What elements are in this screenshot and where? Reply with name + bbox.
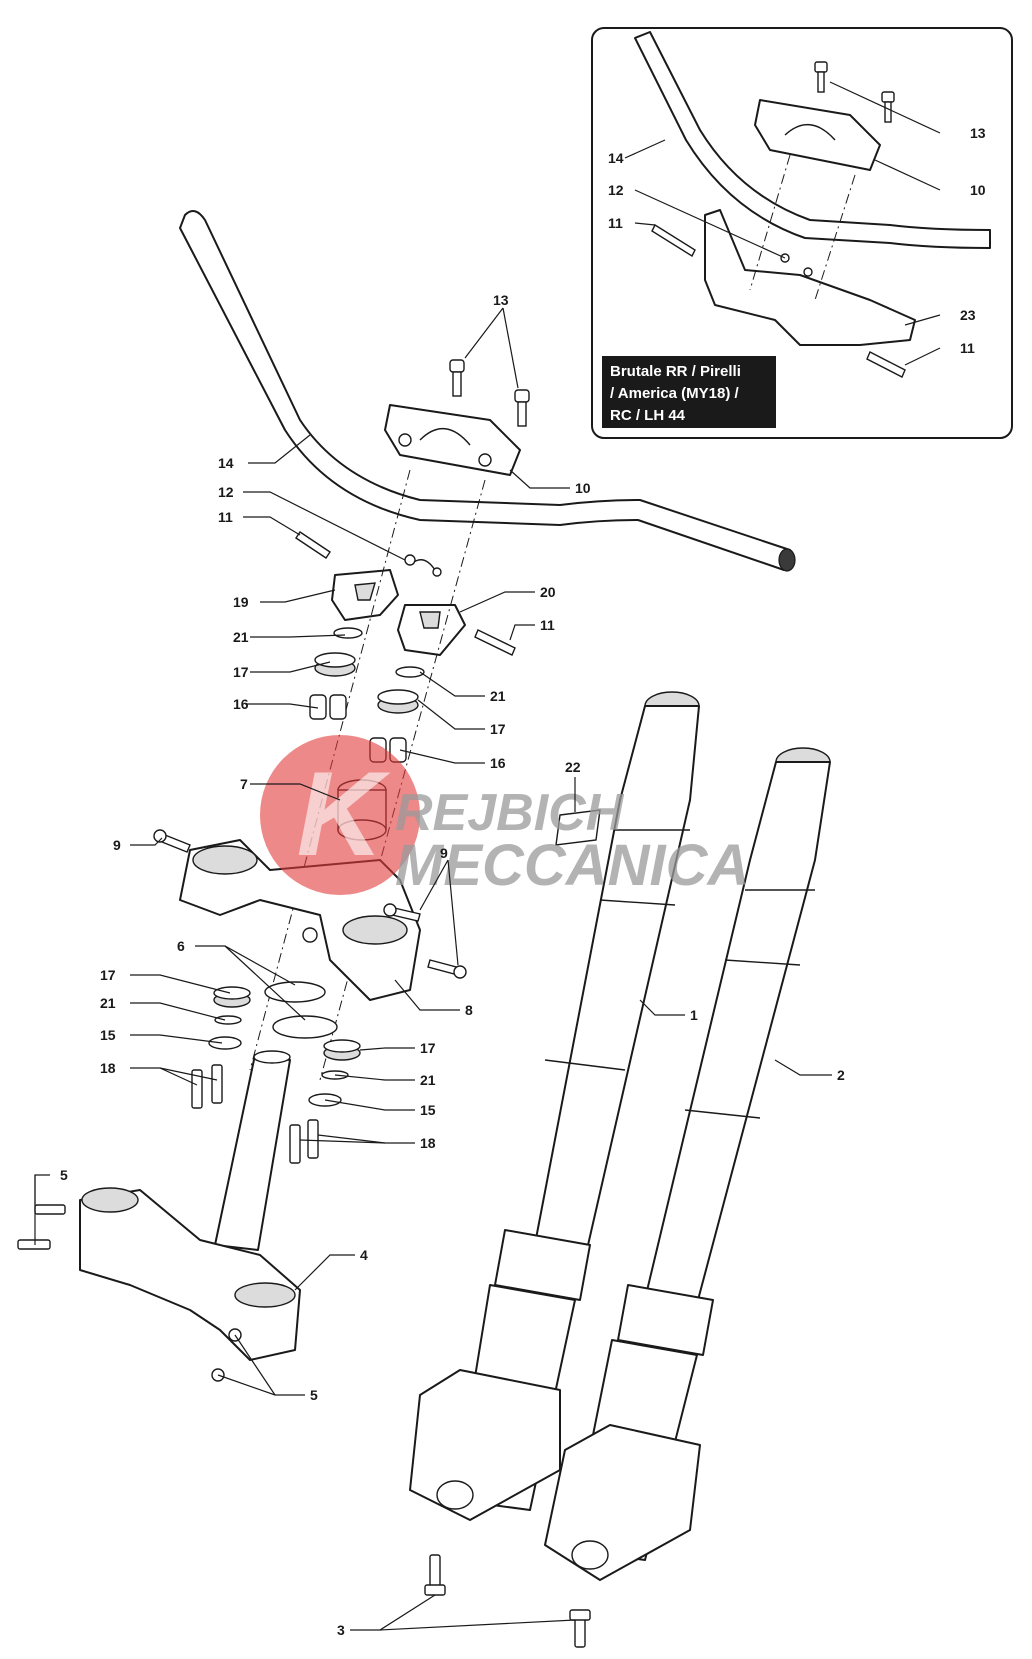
washer-21-b [395, 666, 425, 678]
callout-21: 21 [490, 688, 506, 704]
bolt-13-b [514, 389, 530, 427]
callout-15: 15 [100, 1027, 116, 1043]
watermark-logo: K REJBICH MECCANICA [260, 735, 749, 898]
bolt-9-b [383, 903, 421, 922]
bolt-13-a [449, 359, 465, 397]
callout-2: 2 [837, 1067, 845, 1083]
inset-callout-13: 13 [970, 125, 986, 141]
callout-21: 21 [420, 1072, 436, 1088]
pin-11-left [295, 531, 331, 559]
bearing-ring-6 [264, 981, 338, 1039]
callout-1: 1 [690, 1007, 698, 1023]
inset-model-label-line2: / America (MY18) / [610, 385, 739, 402]
callout-5: 5 [60, 1167, 68, 1183]
callout-labels: 13 14 10 12 11 19 20 11 21 17 21 16 17 1… [60, 125, 986, 1638]
watermark-line2: MECCANICA [395, 833, 749, 898]
callout-8: 8 [465, 1002, 473, 1018]
bolts-18-a [191, 1064, 223, 1109]
bushing-17-b [377, 689, 419, 714]
callout-18: 18 [100, 1060, 116, 1076]
fork-leg-2 [544, 747, 831, 1581]
inset-callout-14: 14 [608, 150, 624, 166]
bolts-18-b [289, 1119, 319, 1164]
decal-22 [555, 809, 601, 846]
inset-callout-10: 10 [970, 182, 986, 198]
callout-14: 14 [218, 455, 234, 471]
callout-18: 18 [420, 1135, 436, 1151]
inset-panel: Brutale RR / Pirelli / America (MY18) / … [591, 27, 1013, 439]
callout-16: 16 [490, 755, 506, 771]
callout-17: 17 [420, 1040, 436, 1056]
bolt-9-a [153, 829, 191, 853]
callout-9: 9 [113, 837, 121, 853]
handlebar-clamp-top [384, 404, 521, 476]
inset-bolts-13 [814, 61, 895, 123]
callout-9: 9 [440, 845, 448, 861]
spacer-16-a [309, 694, 347, 720]
axle-bolts-3 [424, 1554, 591, 1648]
bolt-9-c [427, 959, 467, 979]
inset-model-label-line1: Brutale RR / Pirelli [610, 363, 741, 380]
inset-callout-12: 12 [608, 182, 624, 198]
callout-10: 10 [575, 480, 591, 496]
callout-11: 11 [540, 617, 555, 633]
fork-leg-1 [409, 691, 700, 1521]
callout-16: 16 [233, 696, 249, 712]
callout-21: 21 [233, 629, 249, 645]
callout-3: 3 [337, 1622, 345, 1638]
callout-4: 4 [360, 1247, 368, 1263]
riser-19 [331, 569, 399, 621]
lower-triple-clamp-4 [79, 1050, 301, 1361]
callout-19: 19 [233, 594, 249, 610]
callout-6: 6 [177, 938, 185, 954]
watermark-line1: REJBICH [395, 784, 625, 842]
pin-11-right [474, 629, 516, 656]
callout-17: 17 [490, 721, 506, 737]
leader-lines [34, 81, 941, 1631]
callout-21: 21 [100, 995, 116, 1011]
callout-20: 20 [540, 584, 556, 600]
washer-21-c [214, 1015, 242, 1025]
callout-17: 17 [100, 967, 116, 983]
inset-callout-23: 23 [960, 307, 976, 323]
bushing-17-c [213, 986, 251, 1008]
inset-callout-11: 11 [960, 340, 975, 356]
handlebar [179, 210, 796, 572]
inset-callout-11: 11 [608, 215, 623, 231]
washer-21-a [333, 627, 363, 639]
washer-15-a [208, 1036, 242, 1050]
callout-5: 5 [310, 1387, 318, 1403]
bolts-5-left [17, 1204, 66, 1250]
bushing-17-d [323, 1039, 361, 1061]
callout-12: 12 [218, 484, 234, 500]
callout-22: 22 [565, 759, 581, 775]
callout-13: 13 [493, 292, 509, 308]
callout-17: 17 [233, 664, 249, 680]
callout-7: 7 [240, 776, 248, 792]
fastener-12 [404, 554, 442, 577]
inset-model-label-line3: RC / LH 44 [610, 407, 686, 424]
watermark-logo-letter: K [297, 747, 391, 881]
callout-11: 11 [218, 509, 233, 525]
riser-20 [397, 604, 466, 656]
callout-15: 15 [420, 1102, 436, 1118]
